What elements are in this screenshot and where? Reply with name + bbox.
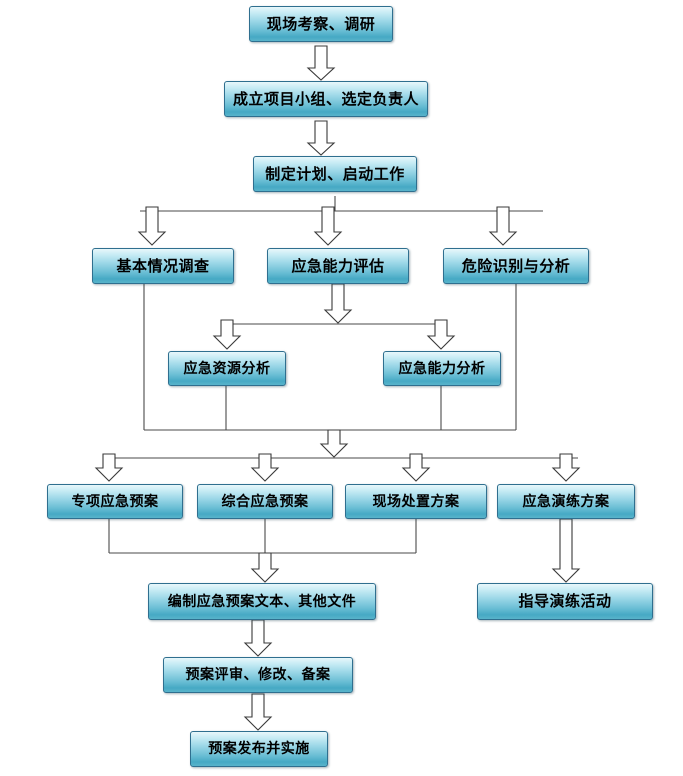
arrow-n3-n4 [137, 206, 167, 246]
node-special-emergency-plan[interactable]: 专项应急预案 [47, 484, 183, 519]
node-plan-review-revise-file[interactable]: 预案评审、修改、备案 [163, 657, 353, 693]
node-emergency-drill-plan[interactable]: 应急演练方案 [497, 484, 635, 519]
arrow-n5-down [323, 283, 353, 324]
arrow-split-n12 [551, 453, 581, 482]
arrow-split-n10 [250, 453, 280, 482]
node-on-site-disposal-plan[interactable]: 现场处置方案 [345, 484, 487, 519]
arrow-mergeb-n13 [250, 552, 280, 583]
arrow-n3-n5 [313, 206, 343, 246]
node-make-plan-start-work[interactable]: 制定计划、启动工作 [253, 156, 417, 192]
node-emergency-resource-analysis[interactable]: 应急资源分析 [168, 351, 286, 386]
arrow-n12-n14 [551, 518, 581, 583]
node-compile-plan-text-documents[interactable]: 编制应急预案文本、其他文件 [148, 583, 376, 620]
node-plan-release-implement[interactable]: 预案发布并实施 [190, 731, 328, 767]
arrow-merge-a-down [319, 429, 349, 458]
node-comprehensive-emergency-plan[interactable]: 综合应急预案 [197, 484, 333, 519]
arrow-n3-n6 [488, 206, 518, 246]
node-emergency-capability-assessment[interactable]: 应急能力评估 [267, 248, 409, 284]
node-hazard-identification-analysis[interactable]: 危险识别与分析 [443, 248, 589, 284]
node-basic-situation-survey[interactable]: 基本情况调查 [92, 248, 234, 284]
node-site-survey[interactable]: 现场考察、调研 [249, 6, 393, 42]
arrow-n13-n15 [243, 619, 273, 657]
arrow-n5-n7 [212, 319, 242, 350]
arrow-n2-n3 [306, 120, 336, 156]
node-form-project-team[interactable]: 成立项目小组、选定负责人 [224, 81, 428, 117]
arrow-n5-n8 [426, 319, 456, 350]
arrow-n15-n16 [243, 693, 273, 731]
arrow-split-n9 [94, 453, 124, 482]
node-guide-drill-activities[interactable]: 指导演练活动 [477, 583, 653, 620]
arrow-split-n11 [401, 453, 431, 482]
arrow-n1-n2 [306, 45, 336, 81]
node-emergency-capability-analysis[interactable]: 应急能力分析 [383, 351, 501, 386]
